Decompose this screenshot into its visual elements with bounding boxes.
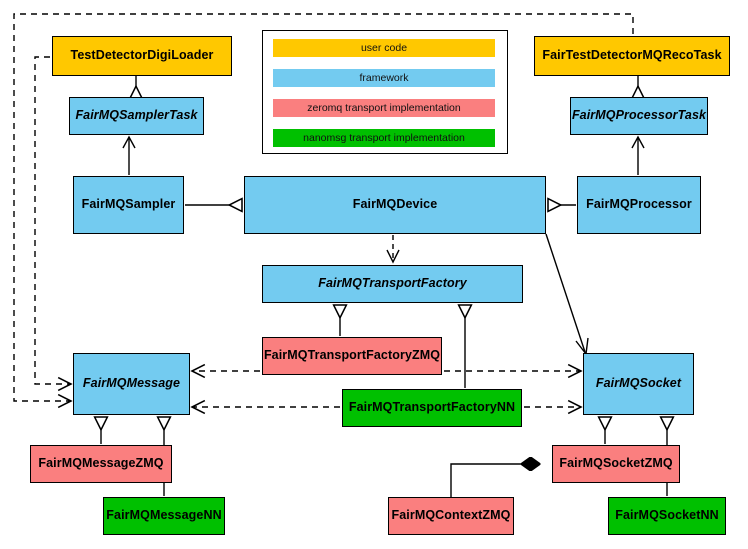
legend-item-user-code: user code	[273, 39, 495, 57]
edge-digiloader-message	[34, 56, 71, 384]
class-node-label: FairTestDetectorMQRecoTask	[542, 48, 722, 63]
class-node-FairMQProcessorTask[interactable]: FairMQProcessorTask	[570, 97, 708, 135]
edge-device-socket	[545, 233, 586, 353]
legend-item-nanomsg: nanomsg transport implementation	[273, 129, 495, 147]
class-node-FairMQMessageZMQ[interactable]: FairMQMessageZMQ	[30, 445, 172, 483]
class-node-TestDetectorDigiLoader[interactable]: TestDetectorDigiLoader	[52, 36, 232, 76]
class-node-FairMQTransportFactoryNN[interactable]: FairMQTransportFactoryNN	[342, 389, 522, 427]
class-node-label: FairMQMessageZMQ	[38, 456, 164, 471]
class-node-label: FairMQSamplerTask	[75, 108, 198, 123]
class-node-FairMQSocketZMQ[interactable]: FairMQSocketZMQ	[552, 445, 680, 483]
class-node-label: FairMQProcessorTask	[571, 108, 707, 123]
class-node-FairMQTransportFactory[interactable]: FairMQTransportFactory	[262, 265, 523, 303]
class-node-FairMQSampler[interactable]: FairMQSampler	[73, 176, 184, 234]
class-node-label: TestDetectorDigiLoader	[70, 48, 214, 63]
class-node-label: FairMQDevice	[352, 197, 438, 212]
class-node-FairMQSocket[interactable]: FairMQSocket	[583, 353, 694, 415]
class-node-label: FairMQTransportFactory	[318, 276, 467, 291]
class-node-FairMQMessage[interactable]: FairMQMessage	[73, 353, 190, 415]
class-node-FairMQDevice[interactable]: FairMQDevice	[244, 176, 546, 234]
edge-samplertask-sampler	[122, 135, 136, 175]
class-node-label: FairMQSampler	[81, 197, 176, 212]
legend-label: framework	[359, 72, 409, 84]
class-node-FairMQContextZMQ[interactable]: FairMQContextZMQ	[388, 497, 514, 535]
legend-item-zeromq: zeromq transport implementation	[273, 99, 495, 117]
class-node-label: FairMQMessage	[82, 376, 181, 391]
legend-box: user code framework zeromq transport imp…	[262, 30, 508, 154]
class-node-FairMQTransportFactoryZMQ[interactable]: FairMQTransportFactoryZMQ	[262, 337, 442, 375]
class-node-FairTestDetectorMQRecoTask[interactable]: FairTestDetectorMQRecoTask	[534, 36, 730, 76]
legend-item-framework: framework	[273, 69, 495, 87]
class-node-label: FairMQProcessor	[586, 197, 692, 212]
edge-contextzmq-socketzmq	[450, 464, 539, 497]
class-node-FairMQSocketNN[interactable]: FairMQSocketNN	[608, 497, 726, 535]
class-node-label: FairMQSocketZMQ	[559, 456, 673, 471]
class-node-label: FairMQTransportFactoryZMQ	[263, 348, 441, 363]
class-node-FairMQMessageNN[interactable]: FairMQMessageNN	[103, 497, 225, 535]
legend-label: nanomsg transport implementation	[303, 132, 465, 144]
class-node-label: FairMQContextZMQ	[391, 508, 511, 523]
edge-device-socket-head	[575, 337, 589, 356]
class-node-FairMQSamplerTask[interactable]: FairMQSamplerTask	[69, 97, 204, 135]
edge-device-transportfactory	[386, 235, 400, 264]
edge-processortask-processor	[631, 135, 645, 175]
class-node-label: FairMQSocketNN	[615, 508, 719, 523]
class-node-label: FairMQMessageNN	[106, 508, 222, 523]
legend-label: zeromq transport implementation	[307, 102, 461, 114]
class-node-FairMQProcessor[interactable]: FairMQProcessor	[577, 176, 701, 234]
legend-label: user code	[360, 42, 408, 54]
class-node-label: FairMQTransportFactoryNN	[348, 400, 516, 415]
class-node-label: FairMQSocket	[595, 376, 682, 391]
